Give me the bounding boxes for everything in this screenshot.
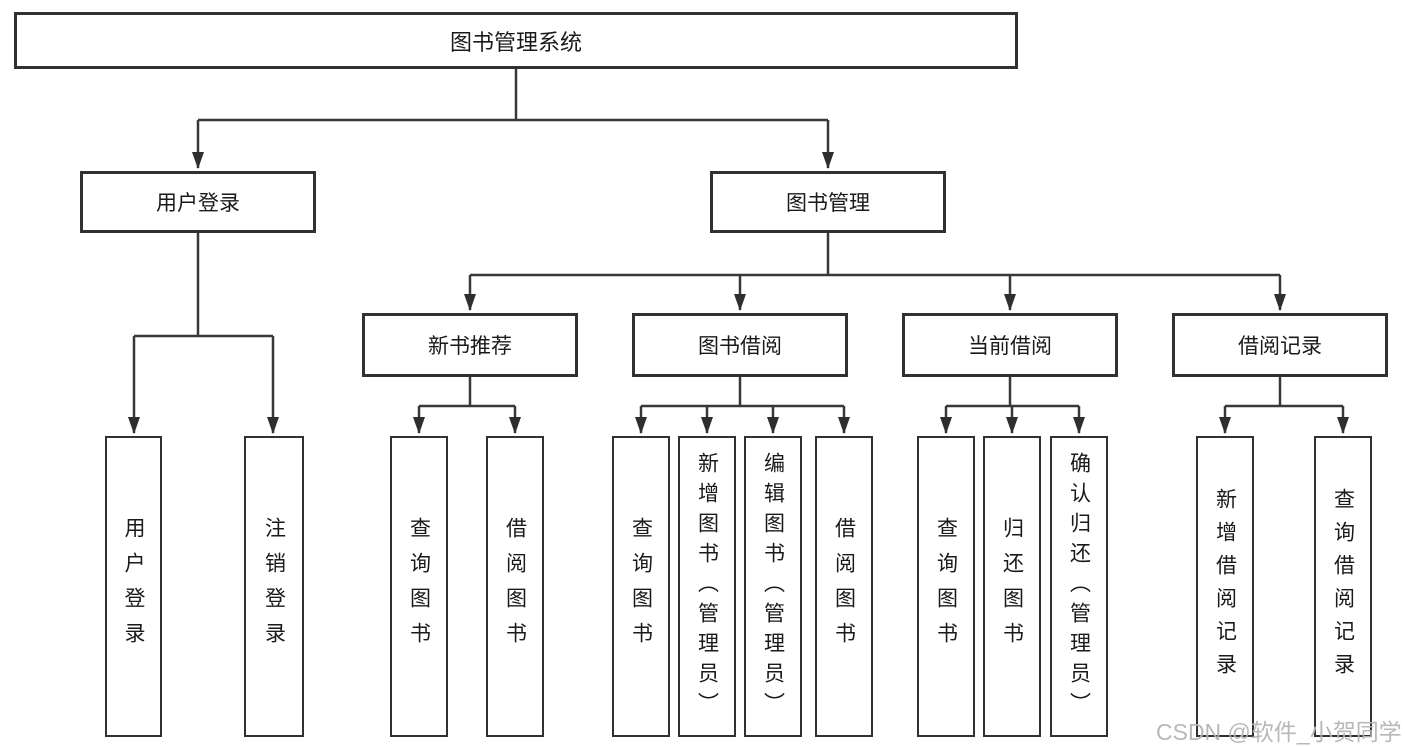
node-label: 图书管理系统 [449, 29, 582, 55]
node-book-borrowing: 图书借阅 [632, 313, 848, 377]
edges-user-login-children [128, 233, 279, 434]
node-leaf-query-books-borrowing: 查询图书 [612, 436, 670, 737]
node-label: 新书推荐 [428, 335, 512, 358]
node-leaf-query-books-current: 查询图书 [917, 436, 975, 737]
node-leaf-edit-books-admin: 编辑图书（管理员） [744, 436, 802, 737]
edges-new-book-recommend-children [413, 377, 521, 434]
node-label: 编辑图书（管理员） [761, 451, 785, 722]
node-label: 当前借阅 [968, 335, 1052, 358]
edges-book-borrowing-children [635, 377, 850, 434]
node-label: 新增借阅记录 [1213, 487, 1237, 686]
node-label: 图书管理 [786, 192, 870, 215]
edges-borrowing-records-children [1219, 377, 1349, 434]
node-label: 注销登录 [262, 516, 286, 657]
node-leaf-add-borrow-record: 新增借阅记录 [1196, 436, 1254, 737]
node-leaf-logout: 注销登录 [244, 436, 304, 737]
node-label: 查询借阅记录 [1331, 487, 1355, 686]
node-leaf-borrow-books-recommend: 借阅图书 [486, 436, 544, 737]
node-label: 确认归还（管理员） [1067, 451, 1091, 722]
node-leaf-user-login: 用户登录 [105, 436, 162, 737]
node-leaf-confirm-return-admin: 确认归还（管理员） [1050, 436, 1108, 737]
node-label: 查询图书 [629, 516, 653, 657]
edges-current-borrowing-children [940, 377, 1085, 434]
node-label: 借阅图书 [503, 516, 527, 657]
node-label: 查询图书 [934, 516, 958, 657]
node-label: 用户登录 [156, 192, 240, 215]
edges-book-management-children [464, 233, 1286, 311]
node-book-management: 图书管理 [710, 171, 946, 233]
node-current-borrowing: 当前借阅 [902, 313, 1118, 377]
node-leaf-add-books-admin: 新增图书（管理员） [678, 436, 736, 737]
node-leaf-query-borrow-record: 查询借阅记录 [1314, 436, 1372, 737]
csdn-watermark: CSDN @软件_小贺同学 [1156, 719, 1402, 745]
node-label: 用户登录 [122, 516, 145, 657]
node-new-book-recommend: 新书推荐 [362, 313, 578, 377]
node-user-login: 用户登录 [80, 171, 316, 233]
node-label: 新增图书（管理员） [695, 451, 719, 722]
node-root-library-system: 图书管理系统 [14, 12, 1018, 69]
node-label: 借阅图书 [832, 516, 856, 657]
node-borrowing-records: 借阅记录 [1172, 313, 1388, 377]
node-label: 图书借阅 [698, 335, 782, 358]
node-label: 查询图书 [407, 516, 431, 657]
node-label: 归还图书 [1000, 516, 1024, 657]
edges-root-to-level2 [192, 69, 834, 169]
node-leaf-query-books-recommend: 查询图书 [390, 436, 448, 737]
node-label: 借阅记录 [1238, 335, 1322, 358]
node-leaf-borrow-books-borrowing: 借阅图书 [815, 436, 873, 737]
node-leaf-return-books: 归还图书 [983, 436, 1041, 737]
